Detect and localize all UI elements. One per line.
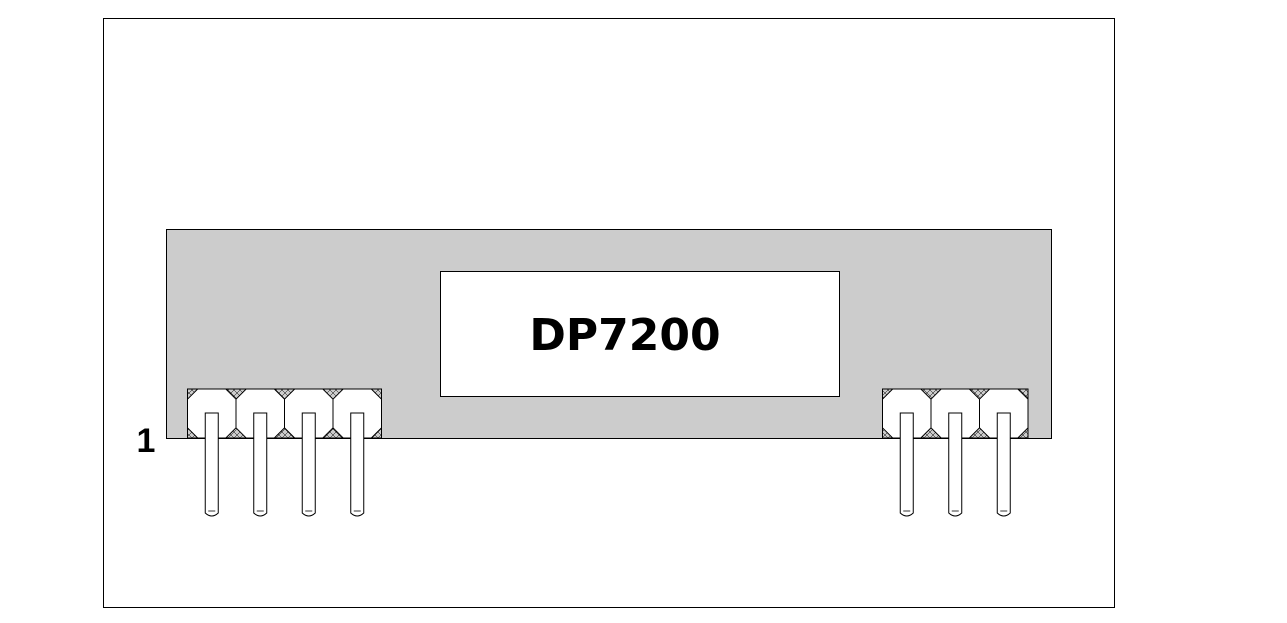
part-number-label: DP7200 [529,310,720,361]
part-label-plate [440,271,840,397]
header-pin [350,412,365,517]
header-pin [253,412,268,517]
header-pin [301,412,316,517]
header-pin [204,412,219,517]
right-pin-header [882,388,1029,517]
header-pin [996,412,1011,517]
header-pin [899,412,914,517]
pin1-marker: 1 [137,422,156,460]
header-pin [948,412,963,517]
left-pin-header [187,388,382,517]
